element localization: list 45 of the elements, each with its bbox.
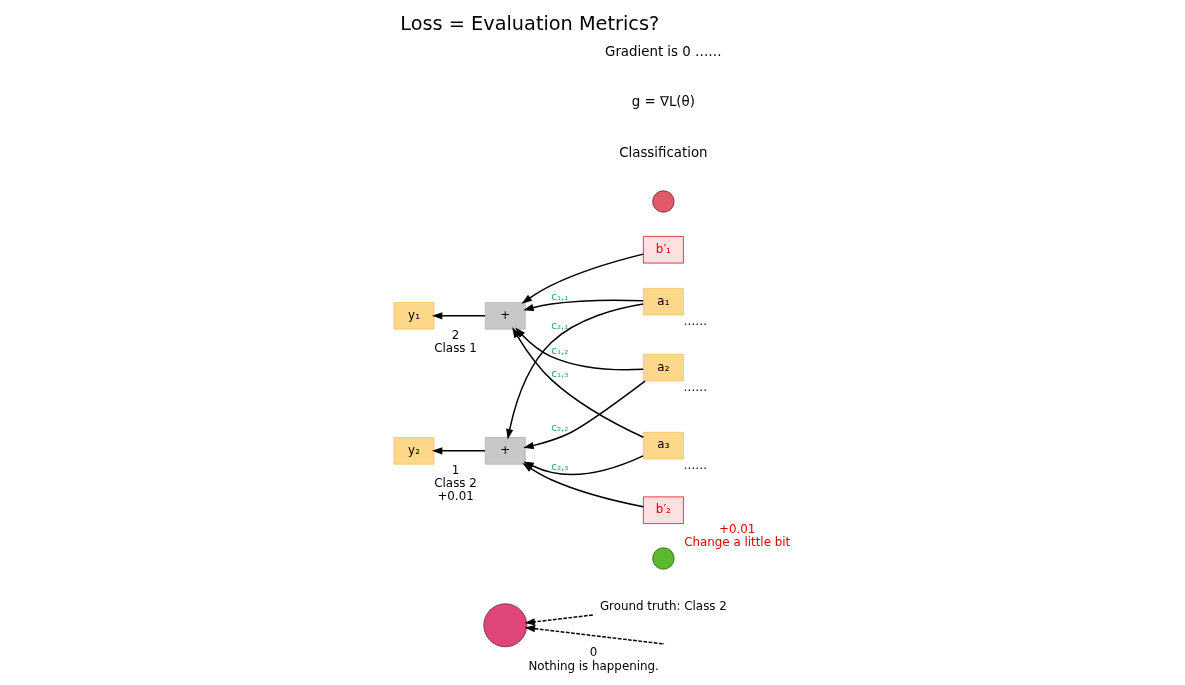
node-label: Change a little bit — [684, 535, 791, 550]
arrow — [523, 299, 644, 311]
node-box: b′₂ — [642, 496, 684, 524]
node-label: +0.01 — [719, 522, 756, 537]
node-box: y₁ — [393, 302, 435, 330]
arrow — [506, 303, 644, 440]
edge-label: c₁,₁ — [551, 289, 569, 302]
node-box: y₂ — [393, 437, 435, 465]
node-circle — [652, 190, 675, 213]
arrow — [431, 312, 486, 320]
node-box: + — [484, 437, 526, 465]
node-label: Class 2 — [434, 476, 477, 491]
node-label: 0 — [589, 645, 598, 660]
node-box: a₂ — [642, 354, 684, 382]
node-label: +0.01 — [437, 489, 474, 504]
arrow — [515, 327, 644, 371]
diagram-title: Loss = Evaluation Metrics? — [400, 11, 660, 35]
node-box: a₃ — [642, 431, 684, 460]
node-circle — [652, 547, 675, 570]
label: Gradient is 0 …… — [605, 43, 722, 59]
label: Classification — [619, 144, 708, 160]
node-box: b′₁ — [642, 236, 684, 264]
arrow — [521, 253, 645, 304]
node-label: Nothing is happening. — [528, 658, 659, 673]
node-label: …… — [683, 379, 708, 394]
arrow — [524, 614, 594, 633]
node-circle — [483, 603, 528, 648]
label: g = ∇L(θ) — [631, 94, 695, 110]
edge-label: c₂,₃ — [551, 459, 569, 472]
edge-label: c₁,₂ — [551, 343, 569, 356]
arrow — [523, 380, 646, 450]
node-box: a₁ — [642, 287, 684, 316]
node-label: 2 — [451, 327, 460, 342]
edge-label: c₂,₂ — [551, 420, 569, 433]
node-label: 1 — [451, 462, 460, 477]
edge-label: c₂,₁ — [551, 318, 569, 331]
arrow — [524, 618, 664, 645]
arrow — [431, 447, 486, 455]
arrow — [512, 327, 645, 438]
node-label: Class 1 — [434, 341, 477, 355]
node-box: + — [484, 302, 526, 330]
node-label: …… — [683, 313, 708, 328]
node-text: Ground truth: Class 2 — [599, 598, 727, 613]
node-label: …… — [683, 457, 708, 472]
edge-label: c₁,₃ — [551, 366, 569, 379]
